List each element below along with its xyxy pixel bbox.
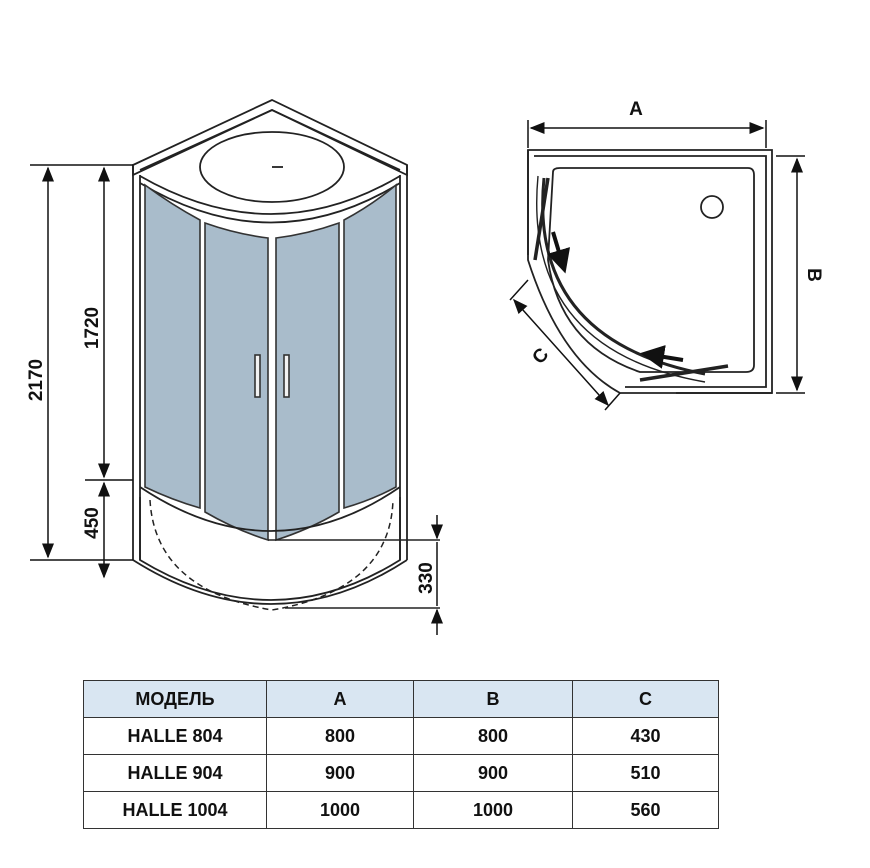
label-b: B: [803, 268, 824, 282]
label-a: A: [629, 99, 643, 120]
cell-a: 1000: [266, 791, 414, 829]
table-row: HALLE 904 900 900 510: [83, 754, 719, 792]
cabin-side-view: [132, 99, 408, 560]
drain-icon: [700, 195, 724, 219]
cell-model: HALLE 904: [83, 754, 267, 792]
header-model: МОДЕЛЬ: [83, 680, 267, 718]
cell-c: 430: [572, 717, 719, 755]
cell-a: 900: [266, 754, 414, 792]
cell-b: 1000: [413, 791, 573, 829]
cell-b: 800: [413, 717, 573, 755]
dim-line-c: [512, 298, 610, 407]
glass-panels: [144, 183, 397, 542]
cell-c: 510: [572, 754, 719, 792]
door-handle-right: [283, 354, 290, 398]
cell-model: HALLE 1004: [83, 791, 267, 829]
model-dimensions-table: МОДЕЛЬ A B C HALLE 804 800 800 430 HALLE…: [83, 680, 719, 829]
shower-cabin-diagram: 2170 1720 450 330 A B C: [26, 99, 824, 635]
label-c: C: [529, 344, 554, 368]
height-dimensions: [30, 164, 443, 635]
shower-tray: [132, 486, 440, 611]
label-tray-depth: 330: [416, 562, 437, 594]
door-handle-left: [254, 354, 261, 398]
door-slide-arrows: [547, 231, 684, 369]
glass-panel-right-door: [275, 221, 340, 542]
label-height-tray: 450: [82, 507, 103, 539]
glass-panel-left-outer: [144, 183, 201, 510]
cell-model: HALLE 804: [83, 717, 267, 755]
header-a: A: [266, 680, 414, 718]
tray-basin-hidden: [149, 499, 394, 611]
label-height-total: 2170: [26, 359, 47, 401]
header-b: B: [413, 680, 573, 718]
plan-dimensions: [509, 120, 805, 411]
cell-a: 800: [266, 717, 414, 755]
cell-b: 900: [413, 754, 573, 792]
table-header-row: МОДЕЛЬ A B C: [83, 680, 719, 718]
label-height-door: 1720: [82, 307, 103, 349]
arrow-down-icon: [547, 231, 571, 274]
table-row: HALLE 804 800 800 430: [83, 717, 719, 755]
glass-panel-right-outer: [343, 183, 397, 510]
arrow-left-icon: [640, 345, 684, 369]
table-row: HALLE 1004 1000 1000 560: [83, 791, 719, 829]
cell-c: 560: [572, 791, 719, 829]
header-c: C: [572, 680, 719, 718]
